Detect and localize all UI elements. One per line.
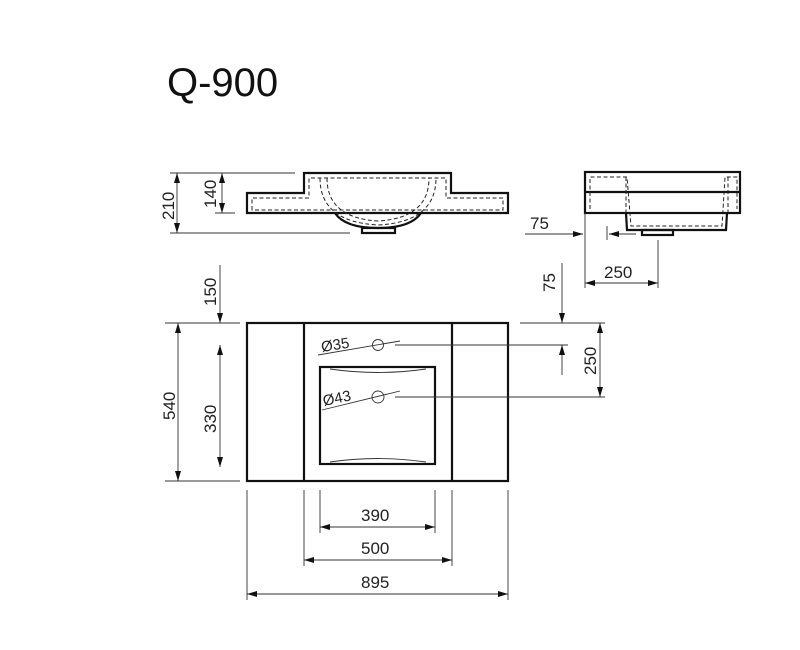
dim-side-depth: 250 — [604, 263, 632, 282]
dim-total-width: 895 — [361, 573, 389, 592]
dim-height-total: 210 — [159, 192, 178, 220]
dim-top-offset: 150 — [201, 278, 220, 306]
top-view: Ø35 Ø43 75 250 150 330 540 390 500 895 — [160, 263, 605, 600]
dim-height-upper: 140 — [201, 180, 220, 208]
tap-hole — [372, 339, 384, 351]
dim-hole-offset: 75 — [540, 273, 559, 292]
dim-basin-length: 330 — [201, 405, 220, 433]
dim-basin-width: 390 — [361, 506, 389, 525]
tap-hole-label: Ø35 — [320, 335, 351, 356]
dim-total-depth: 540 — [160, 392, 179, 420]
product-title: Q-900 — [167, 61, 278, 105]
dim-center-width: 500 — [361, 539, 389, 558]
side-view: 75 250 — [525, 170, 742, 288]
front-view: 210 140 — [159, 171, 510, 235]
drain-hole — [371, 390, 385, 404]
drain-hole-label: Ø43 — [321, 387, 352, 410]
dim-hole-spacing: 250 — [581, 347, 600, 375]
dim-side-offset: 75 — [530, 214, 549, 233]
